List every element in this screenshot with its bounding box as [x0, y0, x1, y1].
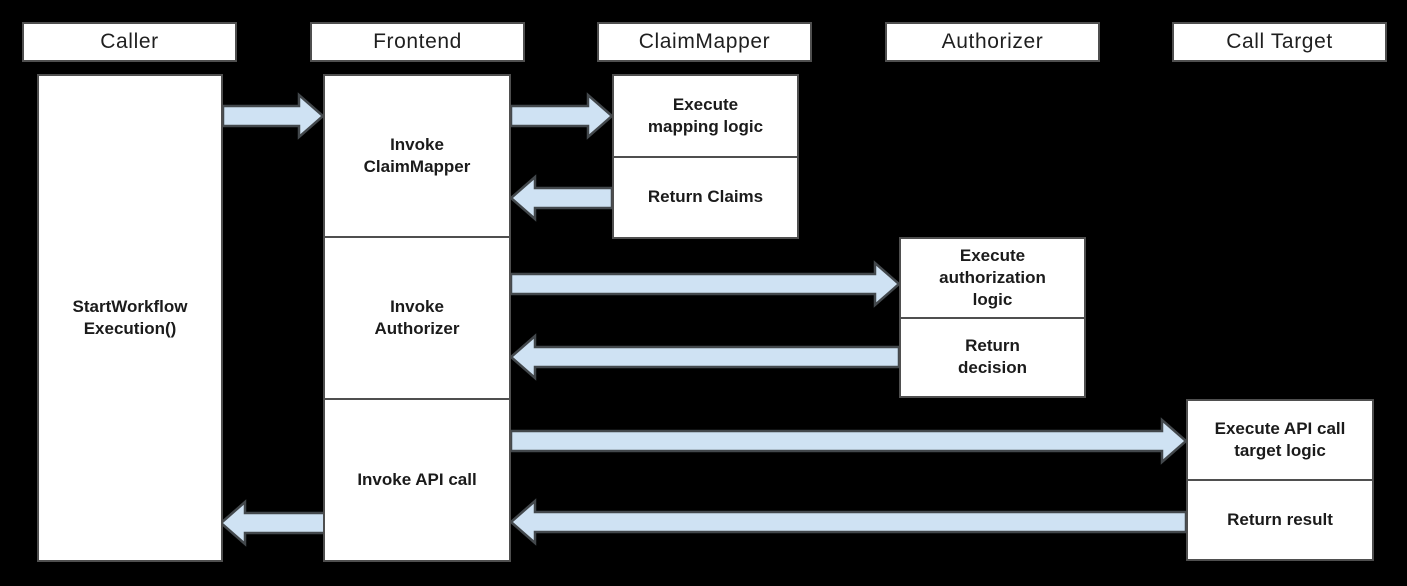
activation-label: Invoke ClaimMapper	[363, 134, 471, 176]
activation-claimmapper-return: Return Claims	[614, 155, 797, 238]
activation-calltarget-return: Return result	[1188, 479, 1372, 559]
activation-label: Invoke Authorizer	[374, 296, 460, 338]
arrow-frontend-to-caller	[219, 499, 327, 547]
activation-stack-claimmapper: Execute mapping logic Return Claims	[612, 74, 799, 239]
activation-stack-calltarget: Execute API call target logic Return res…	[1186, 399, 1374, 561]
arrow-authorizer-to-frontend	[509, 333, 901, 381]
activation-authorizer-execute: Execute authorization logic	[901, 239, 1084, 317]
arrow-caller-to-frontend	[221, 92, 325, 140]
actor-header-authorizer: Authorizer	[885, 22, 1100, 62]
activation-label: Return Claims	[647, 187, 764, 207]
actor-label: ClaimMapper	[638, 30, 771, 53]
actor-header-calltarget: Call Target	[1172, 22, 1387, 62]
actor-label: Frontend	[373, 30, 462, 53]
activation-frontend-invoke-authorizer: Invoke Authorizer	[325, 236, 509, 398]
activation-label: Invoke API call	[357, 469, 477, 489]
activation-frontend-invoke-api-call: Invoke API call	[325, 398, 509, 560]
arrow-claimmapper-to-frontend	[509, 174, 614, 222]
activation-label: Return decision	[958, 336, 1027, 378]
activation-authorizer-return: Return decision	[901, 316, 1084, 397]
activation-label: Return result	[1227, 509, 1333, 529]
arrow-frontend-to-calltarget	[509, 417, 1188, 465]
activation-claimmapper-execute: Execute mapping logic	[614, 76, 797, 156]
activation-label: Execute authorization logic	[939, 245, 1046, 309]
activation-stack-frontend: Invoke ClaimMapper Invoke Authorizer Inv…	[323, 74, 511, 562]
activation-caller-startworkflow: StartWorkflow Execution()	[37, 74, 223, 562]
activation-calltarget-execute: Execute API call target logic	[1188, 401, 1372, 479]
activation-label: StartWorkflow Execution()	[72, 296, 188, 338]
activation-frontend-invoke-claimmapper: Invoke ClaimMapper	[325, 76, 509, 236]
actor-label: Caller	[100, 30, 159, 53]
actor-label: Call Target	[1226, 30, 1333, 53]
actor-header-frontend: Frontend	[310, 22, 525, 62]
actor-header-claimmapper: ClaimMapper	[597, 22, 812, 62]
arrow-calltarget-to-frontend	[509, 498, 1188, 546]
arrow-frontend-to-claimmapper	[509, 92, 614, 140]
activation-stack-authorizer: Execute authorization logic Return decis…	[899, 237, 1086, 398]
actor-header-caller: Caller	[22, 22, 237, 62]
activation-label: Execute mapping logic	[647, 94, 764, 136]
actor-label: Authorizer	[941, 30, 1044, 53]
arrow-frontend-to-authorizer	[509, 260, 901, 308]
activation-label: Execute API call target logic	[1214, 418, 1346, 460]
